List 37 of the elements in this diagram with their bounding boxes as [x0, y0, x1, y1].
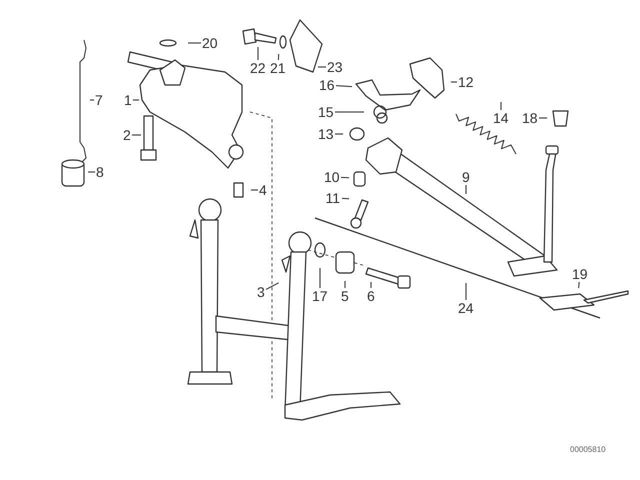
callout-number: 11 — [326, 191, 340, 205]
callout-number: 3 — [257, 285, 265, 299]
callout-number: 7 — [95, 93, 103, 107]
leader-line — [188, 42, 202, 44]
leader-line — [342, 198, 350, 200]
drawing-number: 00005810 — [570, 445, 606, 454]
leader-line — [336, 85, 352, 88]
callout-number: 8 — [96, 165, 104, 179]
callout-number: 1 — [124, 93, 132, 107]
callout-number: 23 — [327, 60, 343, 74]
callout-number: 21 — [270, 61, 286, 75]
callout-number: 10 — [324, 170, 340, 184]
callout-number: 24 — [458, 301, 474, 315]
callout-number: 14 — [493, 111, 509, 125]
callout-number: 5 — [341, 289, 349, 303]
callout-number: 4 — [259, 183, 267, 197]
leader-line — [318, 66, 326, 68]
callout-number: 2 — [123, 128, 131, 142]
leader-line — [370, 282, 372, 288]
callout-number: 18 — [522, 111, 538, 125]
leader-line — [278, 54, 280, 60]
leader-line — [132, 134, 142, 136]
callout-number: 12 — [458, 75, 474, 89]
leader-line — [578, 282, 580, 289]
callout-number: 17 — [312, 289, 328, 303]
leader-line — [344, 280, 346, 288]
leader-line — [340, 176, 350, 178]
callout-number: 6 — [367, 289, 375, 303]
callout-number: 13 — [318, 127, 334, 141]
leader-line — [266, 282, 280, 290]
callout-number: 20 — [202, 36, 218, 50]
callout-number: 15 — [318, 105, 334, 119]
leader-line — [500, 102, 502, 110]
callout-number: 22 — [250, 61, 266, 75]
callout-number: 19 — [572, 267, 588, 281]
callout-number: 16 — [319, 78, 335, 92]
callout-number: 9 — [462, 170, 470, 184]
